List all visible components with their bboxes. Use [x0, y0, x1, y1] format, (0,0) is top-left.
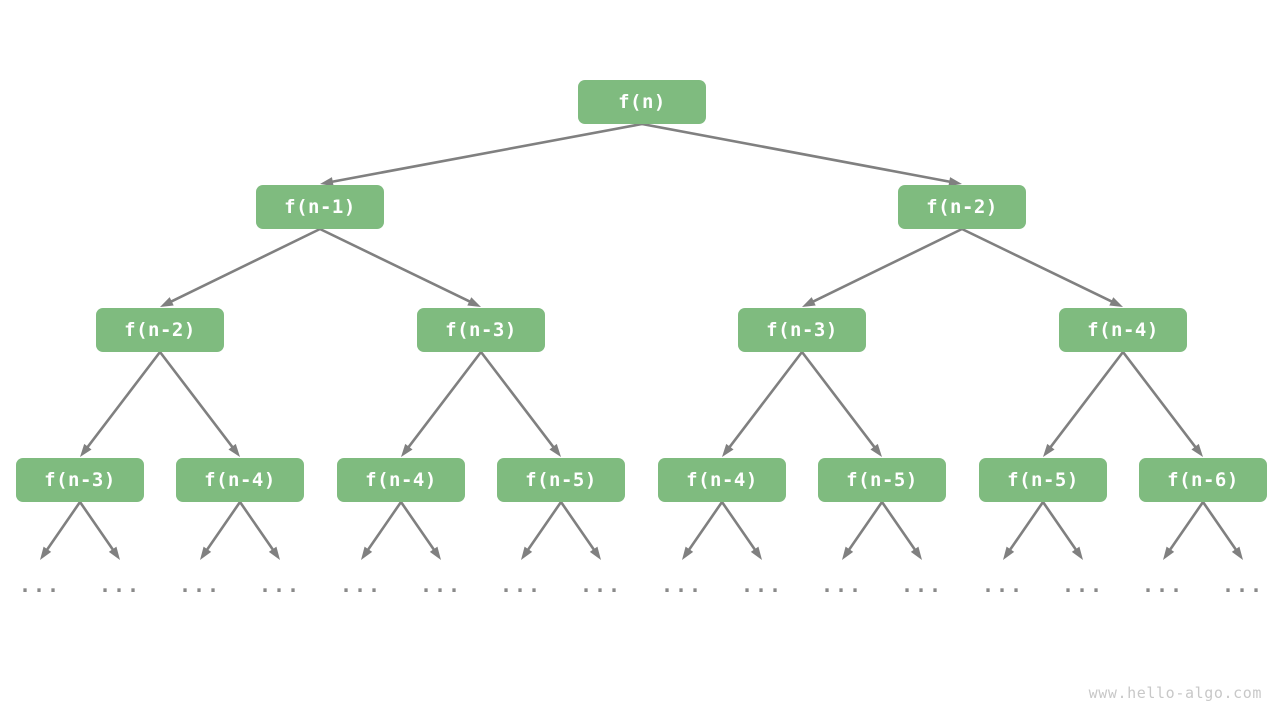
ellipsis-marker: ...: [660, 573, 704, 597]
tree-edge: [160, 227, 322, 307]
tree-edge: [158, 350, 240, 457]
ellipsis-marker: ...: [18, 573, 62, 597]
tree-edge: [682, 500, 724, 560]
ellipsis-marker: ...: [339, 573, 383, 597]
ellipsis-marker: ...: [258, 573, 302, 597]
ellipsis-marker: ...: [499, 573, 543, 597]
tree-node: f(n-2): [898, 185, 1026, 229]
tree-node: f(n-4): [1059, 308, 1187, 352]
tree-edge: [238, 500, 280, 560]
tree-edge: [842, 500, 884, 560]
tree-node-label: f(n-5): [1007, 469, 1079, 491]
tree-node-label: f(n-3): [445, 319, 517, 341]
tree-node: f(n-4): [337, 458, 465, 502]
tree-edge: [200, 500, 242, 560]
tree-node: f(n-3): [16, 458, 144, 502]
ellipsis-marker: ...: [579, 573, 623, 597]
ellipsis-marker: ...: [419, 573, 463, 597]
tree-edge: [1043, 350, 1125, 457]
tree-node: f(n-5): [818, 458, 946, 502]
tree-edge: [1163, 500, 1205, 560]
tree-node: f(n-4): [658, 458, 786, 502]
tree-node-label: f(n-1): [284, 196, 356, 218]
tree-node-label: f(n-4): [1087, 319, 1159, 341]
tree-edge: [880, 500, 922, 560]
tree-node-label: f(n-3): [44, 469, 116, 491]
ellipsis-marker: ...: [820, 573, 864, 597]
tree-edge: [1121, 350, 1203, 457]
tree-edge: [318, 227, 481, 307]
tree-edge: [399, 500, 441, 560]
tree-node-label: f(n-5): [846, 469, 918, 491]
tree-node: f(n-5): [979, 458, 1107, 502]
tree-node-label: f(n-4): [365, 469, 437, 491]
tree-node: f(n-3): [417, 308, 545, 352]
tree-edge: [640, 122, 962, 187]
ellipsis-marker: ...: [98, 573, 142, 597]
tree-node: f(n-6): [1139, 458, 1267, 502]
tree-node: f(n): [578, 80, 706, 124]
tree-edge: [1003, 500, 1045, 560]
tree-edge: [1041, 500, 1083, 560]
tree-node: f(n-4): [176, 458, 304, 502]
ellipsis-marker: ...: [178, 573, 222, 597]
watermark: www.hello-algo.com: [1088, 684, 1262, 702]
tree-edge: [559, 500, 601, 560]
ellipsis-marker: ...: [900, 573, 944, 597]
tree-edge: [401, 350, 483, 457]
tree-edge: [521, 500, 563, 560]
tree-edge: [40, 500, 82, 560]
tree-node-label: f(n-4): [686, 469, 758, 491]
tree-edge: [361, 500, 403, 560]
tree-node-label: f(n-4): [204, 469, 276, 491]
tree-edge: [78, 500, 120, 560]
ellipsis-marker: ...: [1221, 573, 1265, 597]
tree-edge: [80, 350, 162, 457]
tree-node: f(n-1): [256, 185, 384, 229]
tree-edge: [960, 227, 1123, 307]
tree-edge: [800, 350, 882, 457]
tree-node: f(n-3): [738, 308, 866, 352]
tree-node: f(n-2): [96, 308, 224, 352]
tree-edge: [1201, 500, 1243, 560]
tree-edge: [722, 350, 804, 457]
tree-node-label: f(n-2): [124, 319, 196, 341]
tree-edge: [479, 350, 561, 457]
tree-node-label: f(n-6): [1167, 469, 1239, 491]
tree-node: f(n-5): [497, 458, 625, 502]
tree-node-label: f(n-2): [926, 196, 998, 218]
tree-node-label: f(n): [618, 91, 666, 113]
tree-edge: [802, 227, 964, 307]
tree-node-label: f(n-5): [525, 469, 597, 491]
ellipsis-marker: ...: [1061, 573, 1105, 597]
tree-node-label: f(n-3): [766, 319, 838, 341]
ellipsis-marker: ...: [981, 573, 1025, 597]
ellipsis-marker: ...: [1141, 573, 1185, 597]
tree-edge: [320, 122, 644, 187]
tree-edge: [720, 500, 762, 560]
ellipsis-marker: ...: [740, 573, 784, 597]
